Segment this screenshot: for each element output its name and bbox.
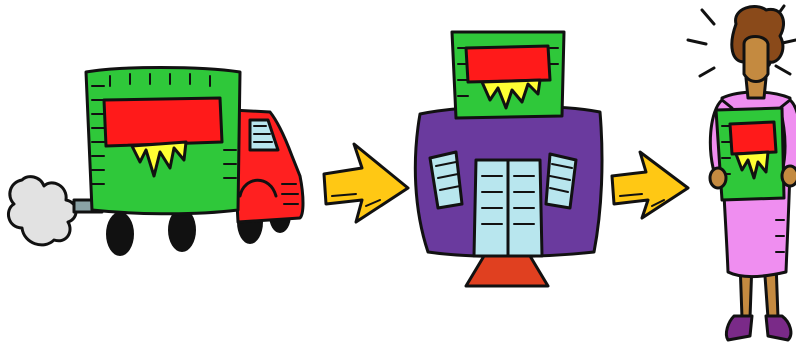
wheel-icon <box>106 212 134 256</box>
shoe-icon <box>766 316 791 340</box>
arrow-right-icon <box>612 152 688 218</box>
store-step <box>466 256 548 286</box>
face <box>744 37 768 82</box>
truck-icon <box>8 68 303 257</box>
package-label <box>104 98 222 146</box>
store-icon <box>415 32 602 286</box>
exhaust-smoke-icon <box>8 177 76 245</box>
woman-with-package-icon <box>688 6 796 340</box>
window-icon <box>546 154 576 208</box>
shoe-icon <box>726 316 752 340</box>
package-label <box>466 46 550 82</box>
arrow-right-icon <box>324 144 408 222</box>
package-label <box>730 122 776 154</box>
